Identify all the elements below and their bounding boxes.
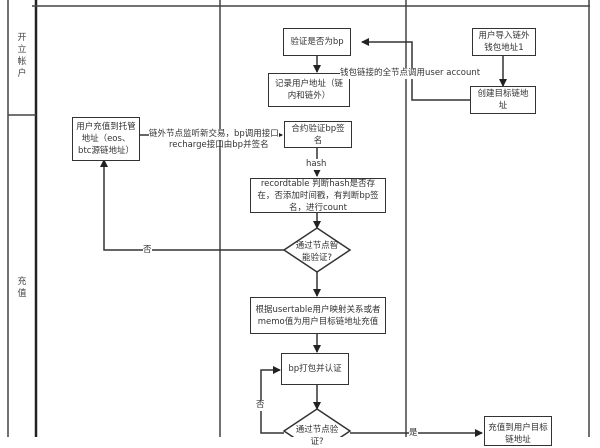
decision-text-2: 通过节点验证?	[295, 425, 339, 447]
edge-label-hash: hash	[306, 159, 327, 170]
diagram-canvas	[7, 0, 590, 437]
edge-label-no-2: 否	[256, 400, 265, 411]
node-user-import[interactable]: 用户导入链外钱包地址1	[472, 28, 536, 56]
node-bp-pack[interactable]: bp打包并认证	[281, 353, 349, 385]
edge-label-wallet-call: 钱包链接的全节点调用user account	[340, 68, 481, 79]
node-contract-verify[interactable]: 合约验证bp签名	[284, 121, 352, 148]
lane-label-open-account: 开立帐户	[17, 33, 27, 79]
node-map-user[interactable]: 根据usertable用户映射关系或者memo值为用户目标链地址充值	[250, 297, 386, 334]
edge-decision1-no	[100, 159, 284, 251]
node-verify-bp[interactable]: 验证是否为bp	[283, 28, 351, 56]
edge-label-yes: 是	[409, 428, 418, 439]
node-deposit-target[interactable]: 充值到用户目标链地址	[484, 416, 552, 446]
decision-text-1: 通过节点智能验证?	[295, 241, 339, 263]
edge-label-no-1: 否	[143, 245, 152, 256]
decision-diamond-1	[282, 227, 352, 273]
lane-label-deposit: 充值	[17, 277, 27, 299]
node-record-address[interactable]: 记录用户地址（链内和链外）	[268, 73, 350, 107]
edge-label-offchain-listen-2: recharge接口由bp并签名	[169, 140, 269, 150]
node-create-target[interactable]: 创建目标链地址	[470, 86, 536, 114]
node-user-deposit[interactable]: 用户充值到托管地址（eos、btc源链地址）	[72, 117, 140, 161]
edge-label-offchain-listen-1: 链外节点监听新交易，bp调用接口	[149, 129, 279, 140]
decision-diamond-2	[282, 408, 352, 437]
node-recordtable[interactable]: recordtable 判断hash是否存在，否添加时间戳，有判断bp签名，进行…	[250, 178, 386, 213]
